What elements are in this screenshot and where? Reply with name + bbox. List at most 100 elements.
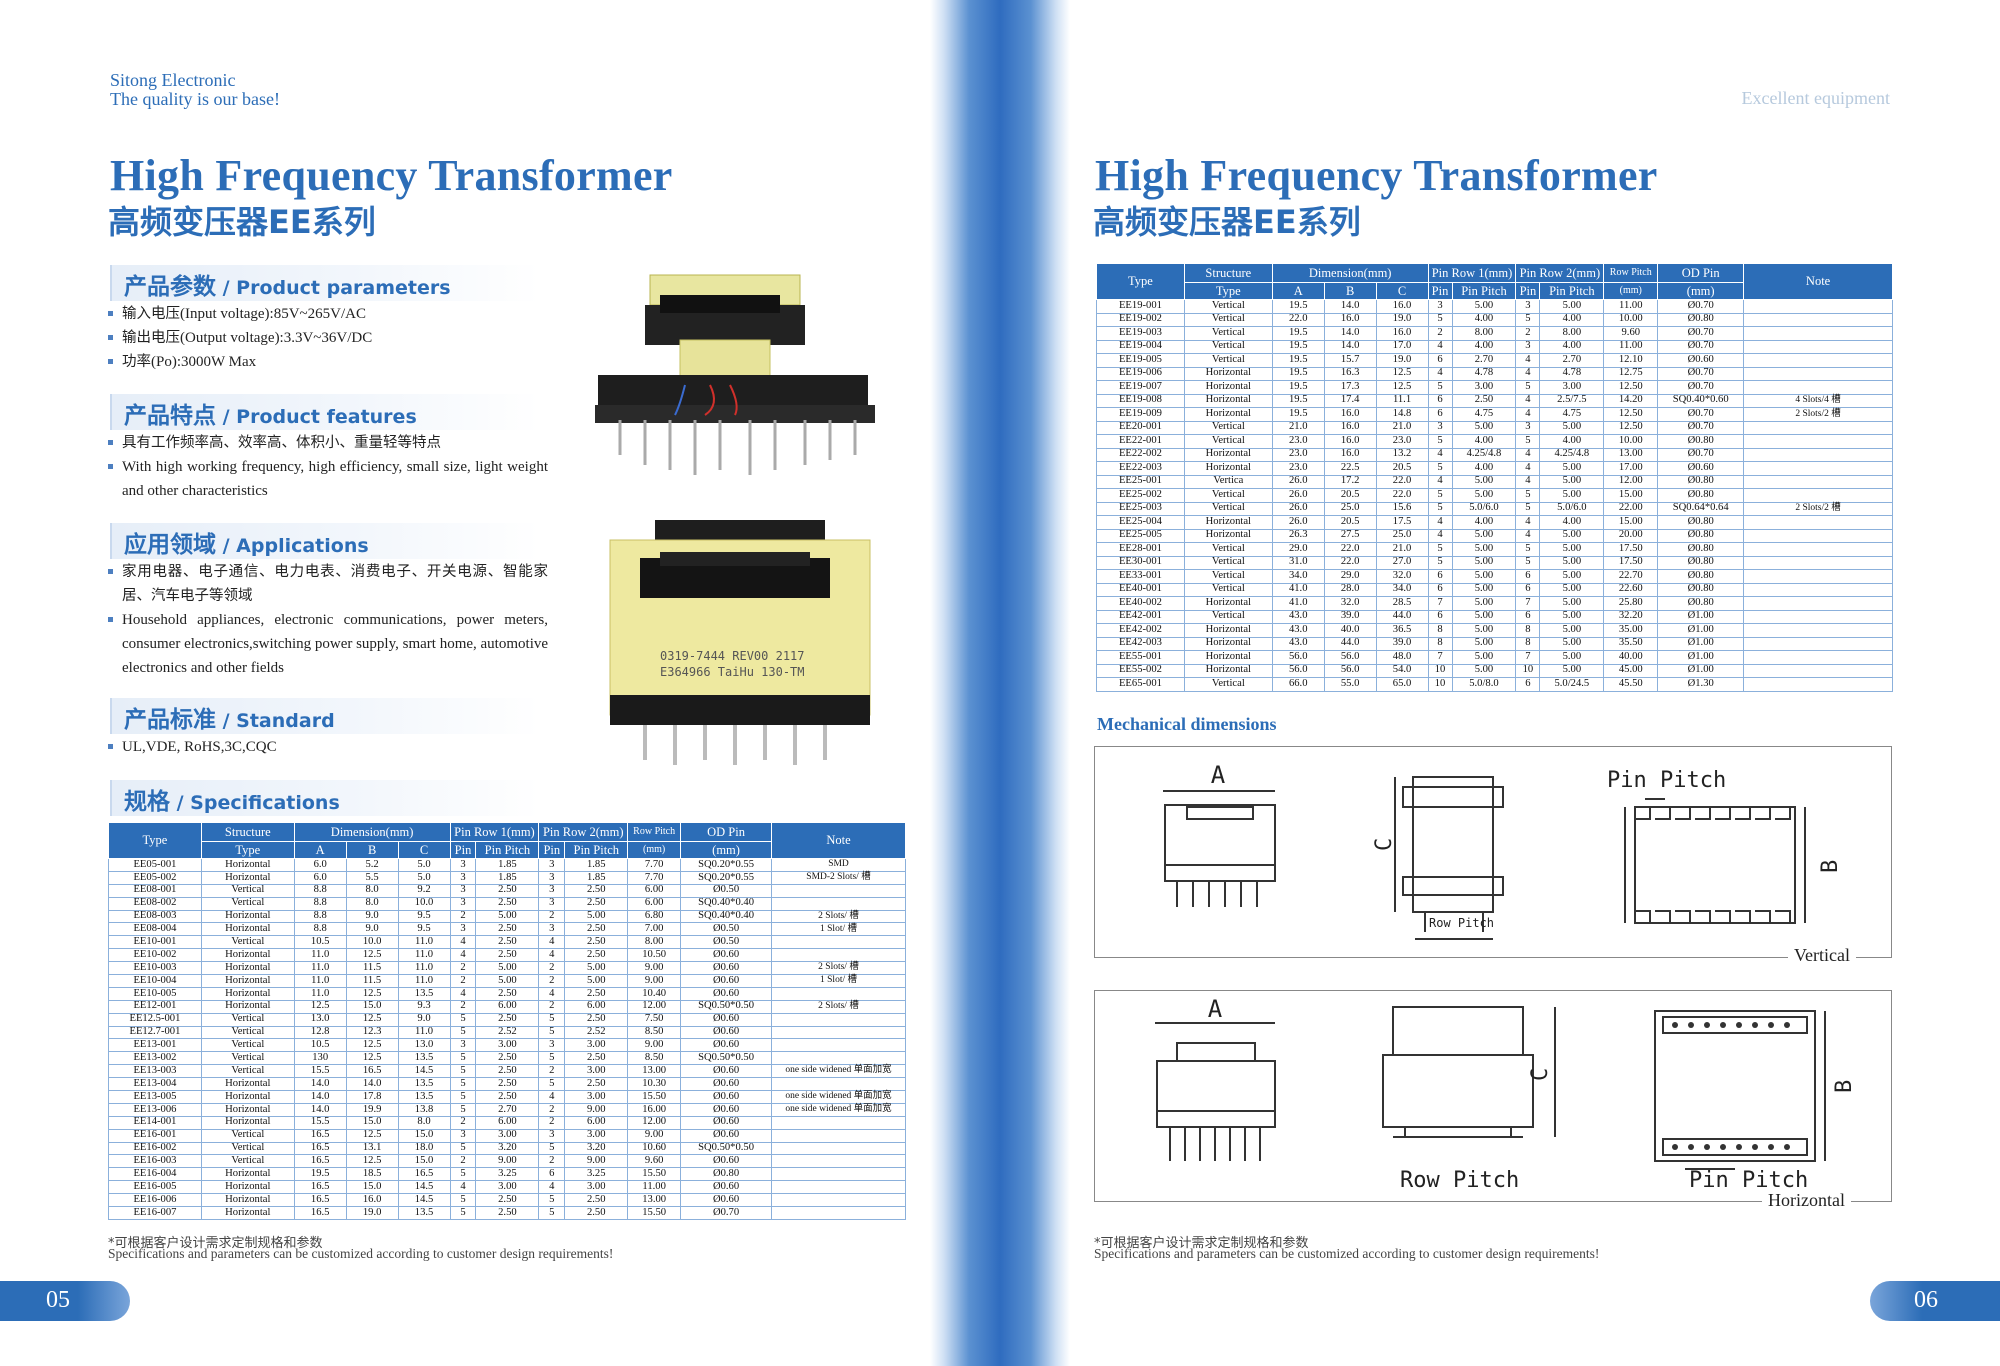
table-cell: 3 <box>1427 299 1453 314</box>
table-cell: 11.0 <box>397 974 451 988</box>
table-cell: 2.50 <box>475 883 540 898</box>
table-cell: Vertical <box>1183 488 1273 503</box>
table-cell: 6.0 <box>293 858 347 872</box>
table-cell <box>1743 542 1893 557</box>
table-cell: 10 <box>1427 677 1453 692</box>
spec-table-right: Type Structure Dimension(mm) Pin Row 1(m… <box>1096 263 1893 692</box>
table-cell: 22.70 <box>1603 569 1659 584</box>
section-parameters-en: / Product parameters <box>216 277 451 299</box>
table-cell: Horizontal <box>200 870 295 885</box>
table-cell: 19.5 <box>1271 326 1325 341</box>
table-cell: 32.0 <box>1323 596 1377 611</box>
table-cell: 5.00 <box>1539 650 1605 665</box>
table-cell <box>1743 596 1893 611</box>
table-cell: Ø0.60 <box>1657 461 1745 476</box>
table-cell: 4 <box>449 986 477 1001</box>
table-cell: Ø0.80 <box>1657 474 1745 489</box>
table-cell: 28.5 <box>1375 596 1429 611</box>
table-cell: 13.5 <box>397 1206 451 1220</box>
table-cell: 3.20 <box>475 1141 540 1156</box>
table-cell: EE13-002 <box>108 1051 202 1066</box>
table-cell: Ø0.60 <box>680 1012 772 1027</box>
table-cell: 4.00 <box>1451 515 1517 530</box>
table-cell: 2.52 <box>475 1025 540 1040</box>
table-cell: 5.00 <box>1451 582 1517 597</box>
table-cell: 5 <box>1427 488 1453 503</box>
table-cell: 8.0 <box>345 883 399 898</box>
horizontal-label-row-pitch: Row Pitch <box>1400 1168 1519 1193</box>
table-cell: 2.50 <box>475 1064 540 1079</box>
table-cell: 54.0 <box>1375 663 1429 678</box>
table-cell: 12.5 <box>345 1154 399 1169</box>
table-cell: Ø0.80 <box>1657 488 1745 503</box>
table-cell: 44.0 <box>1323 636 1377 651</box>
table-cell: Ø0.70 <box>1657 447 1745 462</box>
table-cell: Horizontal <box>1183 366 1273 381</box>
table-cell: 3.25 <box>564 1167 629 1182</box>
table-cell: 2.50 <box>564 1193 629 1208</box>
table-cell: Horizontal <box>1183 407 1273 422</box>
table-cell: 16.5 <box>293 1206 347 1220</box>
table-cell: 5.0/6.0 <box>1539 501 1605 516</box>
table-cell: 1.85 <box>564 858 629 872</box>
table-cell: 15.6 <box>1375 501 1429 516</box>
table-cell: 8 <box>1515 623 1541 638</box>
table-cell: 14.0 <box>1323 326 1377 341</box>
table-cell: 26.0 <box>1271 488 1325 503</box>
col-structure: Structure <box>200 822 295 842</box>
table-cell: 16.0 <box>1375 299 1429 314</box>
table-cell: EE16-006 <box>108 1193 202 1208</box>
table-cell <box>771 1167 906 1182</box>
table-cell: 11.0 <box>293 948 347 963</box>
table-cell: Vertical <box>1183 353 1273 368</box>
table-cell <box>1743 555 1893 570</box>
table-cell: 3.00 <box>1451 380 1517 395</box>
table-cell: 9.5 <box>397 909 451 924</box>
table-cell: EE22-003 <box>1096 461 1185 476</box>
table-cell: 15.0 <box>345 999 399 1014</box>
footnote-zh-left: *可根据客户设计需求定制规格和参数 <box>108 1236 323 1251</box>
table-cell: 2.50 <box>564 922 629 937</box>
table-cell: 3 <box>1515 339 1541 354</box>
table-cell: 5 <box>449 1064 477 1079</box>
table-cell: 9.5 <box>397 922 451 937</box>
table-cell: Ø1.30 <box>1657 677 1745 692</box>
table-cell: EE10-004 <box>108 974 202 988</box>
table-cell: 2.70 <box>1451 353 1517 368</box>
table-cell: 16.0 <box>345 1193 399 1208</box>
table-cell: 39.0 <box>1375 636 1429 651</box>
table-cell: 13.00 <box>627 1064 682 1079</box>
table-cell: Ø0.60 <box>680 1180 772 1195</box>
table-cell: Horizontal <box>1183 663 1273 678</box>
table-cell: 3.00 <box>475 1128 540 1143</box>
table-cell: 23.0 <box>1271 447 1325 462</box>
table-cell: EE33-001 <box>1096 569 1185 584</box>
table-cell: 22.0 <box>1323 555 1377 570</box>
table-cell: EE10-001 <box>108 935 202 950</box>
table-cell: 2 <box>538 974 566 988</box>
section-applications: 应用领域 / Applications <box>110 523 540 559</box>
table-cell: EE10-005 <box>108 986 202 1001</box>
col-type: Type <box>108 822 202 859</box>
table-cell: Ø0.60 <box>680 1077 772 1092</box>
table-cell: 5 <box>449 1012 477 1027</box>
table-cell: 5.00 <box>564 909 629 924</box>
table-cell: 9.00 <box>627 1128 682 1143</box>
table-cell: 35.00 <box>1603 623 1659 638</box>
table-cell: 5.00 <box>1539 420 1605 435</box>
table-cell: 5 <box>449 1102 477 1117</box>
table-cell: 4 <box>1515 366 1541 381</box>
table-cell: Ø0.70 <box>1657 326 1745 341</box>
table-cell: 5.00 <box>1451 474 1517 489</box>
drawing-vertical: A C Row Pitch Pin Pitch B <box>1094 746 1892 958</box>
table-cell: 5 <box>1427 542 1453 557</box>
